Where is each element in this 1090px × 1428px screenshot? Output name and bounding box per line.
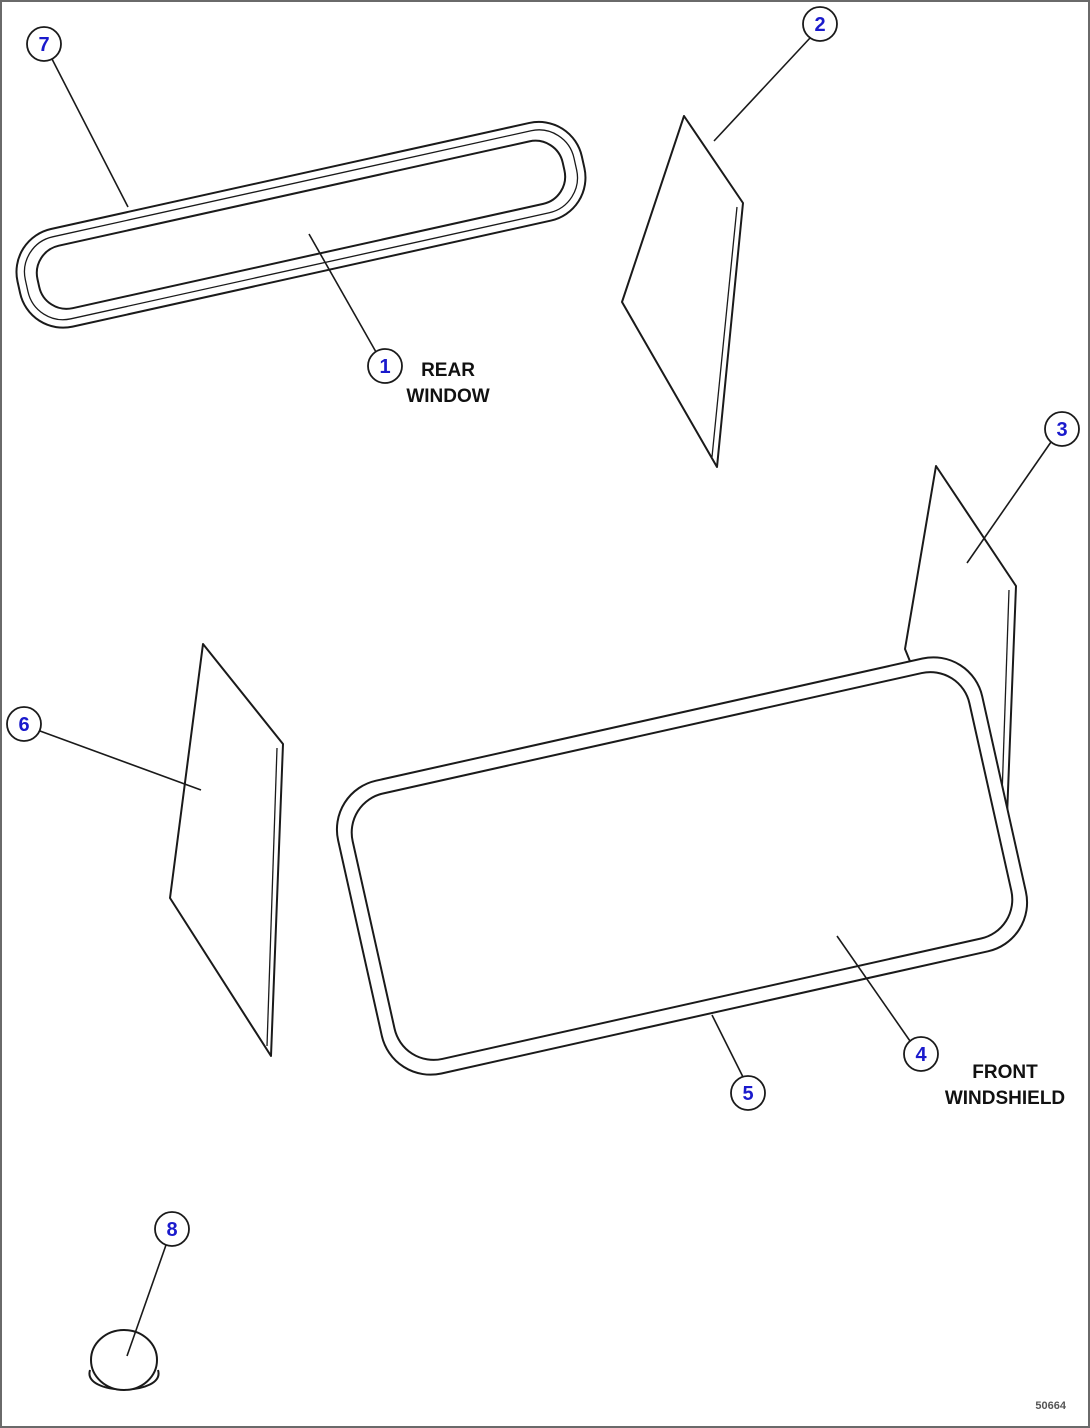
callout-4-circle[interactable] bbox=[903, 1036, 939, 1072]
callout-6[interactable]: 6 bbox=[6, 706, 42, 742]
leader-8 bbox=[126, 1244, 167, 1357]
callout-1-circle[interactable] bbox=[367, 348, 403, 384]
callout-3-number[interactable]: 3 bbox=[1056, 419, 1067, 441]
callout-7-number[interactable]: 7 bbox=[38, 34, 49, 56]
windshield-glass-edge bbox=[350, 671, 1014, 1061]
figure-number: 50664 bbox=[1035, 1400, 1066, 1412]
callout-7[interactable]: 7 bbox=[26, 26, 62, 62]
windshield-seal-outer bbox=[335, 656, 1029, 1076]
leader-2 bbox=[713, 37, 811, 142]
front-windshield-label-line2: WINDSHIELD bbox=[945, 1088, 1065, 1109]
rear-window-seal-outer bbox=[15, 120, 587, 329]
callout-7-circle[interactable] bbox=[26, 26, 62, 62]
side-window-2-edge bbox=[711, 206, 738, 458]
callout-2-circle[interactable] bbox=[802, 6, 838, 42]
callout-5-circle[interactable] bbox=[730, 1075, 766, 1111]
callout-6-number[interactable]: 6 bbox=[18, 714, 29, 736]
leader-1 bbox=[308, 233, 377, 353]
plug bbox=[88, 1329, 160, 1391]
rear-window-assembly bbox=[15, 120, 587, 329]
leader-lines bbox=[39, 37, 1052, 1357]
callout-5-number[interactable]: 5 bbox=[742, 1083, 753, 1105]
callout-8[interactable]: 8 bbox=[154, 1211, 190, 1247]
rear-window-glass-edge bbox=[35, 139, 567, 310]
side-window-6 bbox=[169, 643, 284, 1057]
side-window-6-glass bbox=[169, 643, 284, 1057]
callout-3-circle[interactable] bbox=[1044, 411, 1080, 447]
front-windshield-label-line1: FRONT bbox=[972, 1062, 1038, 1083]
callout-5[interactable]: 5 bbox=[730, 1075, 766, 1111]
plug-cap bbox=[90, 1329, 158, 1391]
callout-1-number[interactable]: 1 bbox=[379, 356, 390, 378]
callout-4-number[interactable]: 4 bbox=[915, 1044, 927, 1066]
rear-window-label: REAR WINDOW bbox=[406, 360, 489, 407]
front-windshield-assembly bbox=[335, 656, 1029, 1076]
leader-3 bbox=[966, 441, 1052, 564]
front-windshield-label: FRONT WINDSHIELD bbox=[945, 1062, 1065, 1109]
callout-3[interactable]: 3 bbox=[1044, 411, 1080, 447]
callout-2[interactable]: 2 bbox=[802, 6, 838, 42]
callout-8-number[interactable]: 8 bbox=[166, 1219, 177, 1241]
side-window-2-glass bbox=[621, 115, 744, 468]
rear-window-seal-inner bbox=[23, 129, 579, 321]
leader-6 bbox=[39, 730, 202, 791]
leader-4 bbox=[836, 935, 911, 1042]
leader-7 bbox=[51, 58, 129, 208]
callout-8-circle[interactable] bbox=[154, 1211, 190, 1247]
side-window-6-edge bbox=[266, 747, 278, 1047]
leader-5 bbox=[711, 1014, 744, 1078]
rear-window-label-line1: REAR bbox=[421, 360, 475, 381]
callout-6-circle[interactable] bbox=[6, 706, 42, 742]
rear-window-label-line2: WINDOW bbox=[406, 386, 489, 407]
side-window-2 bbox=[621, 115, 744, 468]
callout-2-number[interactable]: 2 bbox=[814, 14, 825, 36]
callout-4[interactable]: 4 bbox=[903, 1036, 939, 1072]
callout-1[interactable]: 1 bbox=[367, 348, 403, 384]
